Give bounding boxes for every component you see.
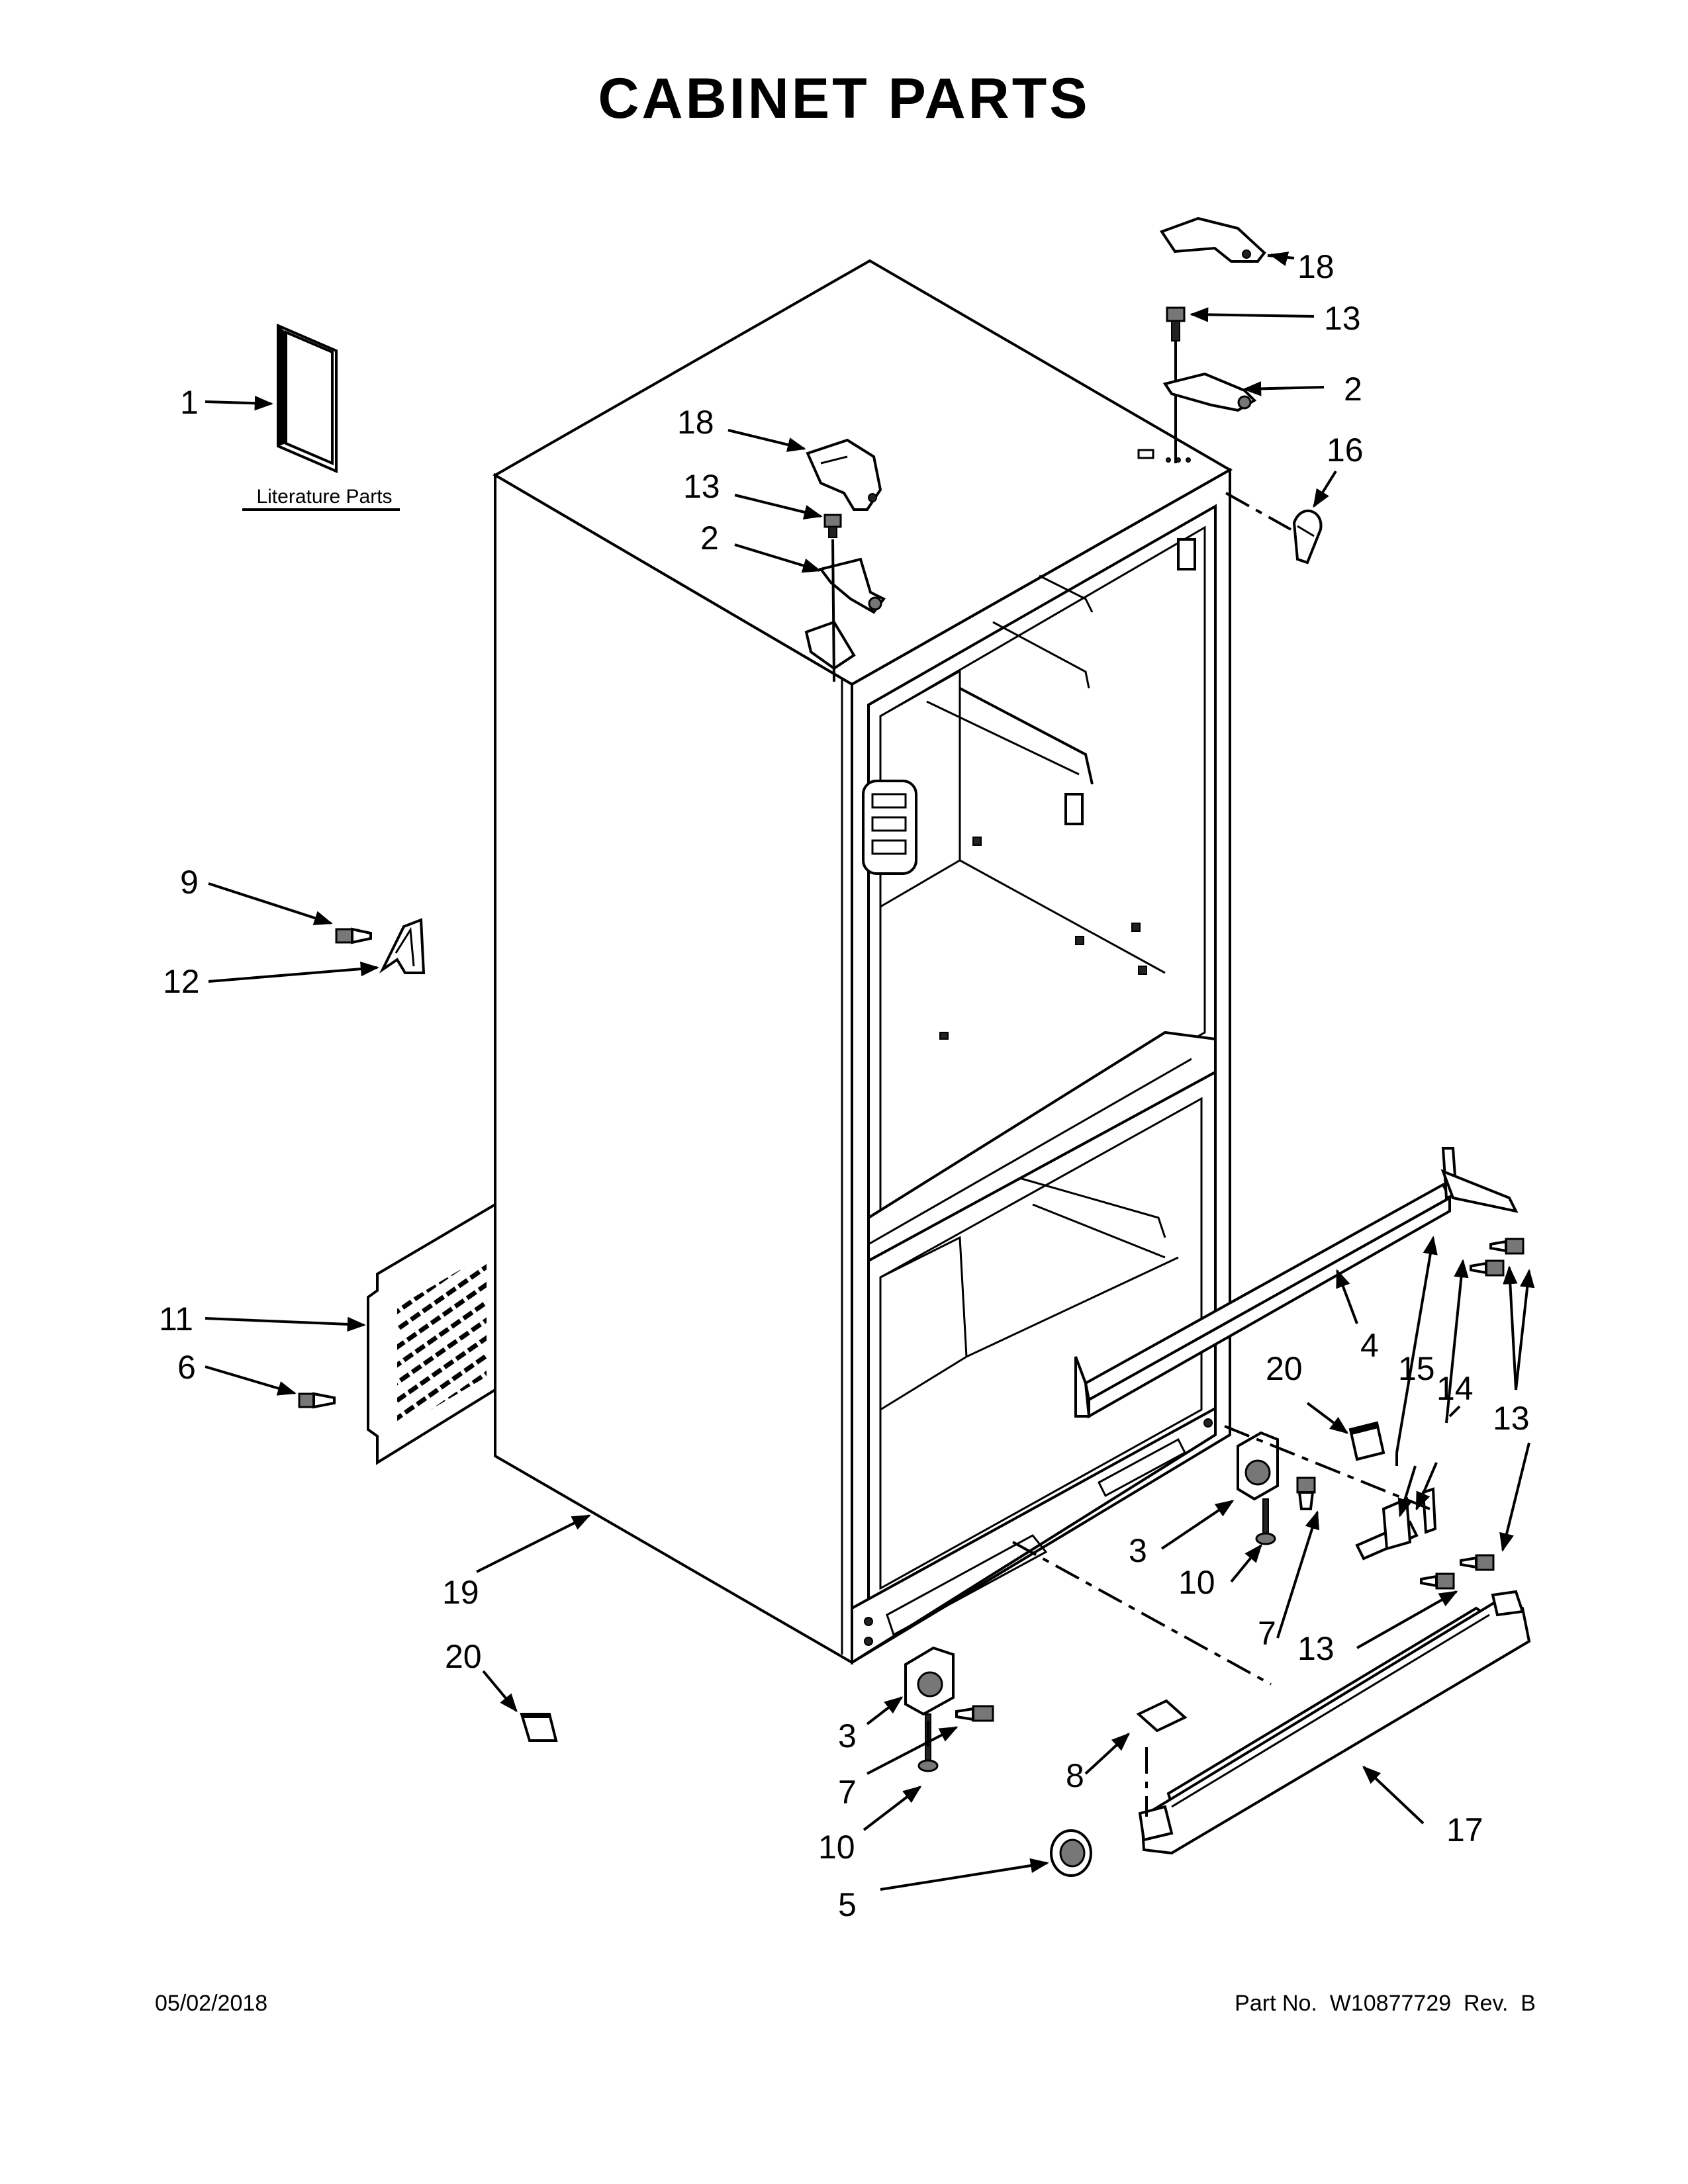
callout-20: 20 — [445, 1638, 482, 1675]
callout-18: 18 — [677, 404, 714, 441]
leveling-foot-pad-icon — [520, 1713, 558, 1742]
grille-tab-icon — [1136, 1421, 1385, 1733]
callout-9: 9 — [180, 864, 199, 901]
callout-13: 13 — [1324, 300, 1361, 337]
cabinet-icon — [492, 259, 1233, 1665]
callout-20: 20 — [1266, 1350, 1303, 1387]
hinge-screw-icon — [1420, 1238, 1524, 1590]
callout-10: 10 — [1178, 1564, 1215, 1601]
wire-clip-icon — [379, 918, 426, 974]
callout-6: 6 — [177, 1349, 196, 1386]
callout-12: 12 — [163, 963, 200, 1000]
callout-14: 14 — [1436, 1370, 1474, 1407]
footer-part-number: Part No. W10877729 Rev. B — [1235, 1991, 1536, 2016]
callout-18: 18 — [1297, 248, 1335, 285]
footer-date: 05/02/2018 — [155, 1991, 268, 2016]
callout-3: 3 — [838, 1717, 857, 1754]
callout-numbers: 1 18 13 2 16 18 13 2 9 12 11 6 19 20 3 7… — [159, 248, 1530, 1923]
callout-15: 15 — [1398, 1350, 1435, 1387]
side-screw-icon — [335, 927, 372, 944]
callout-8: 8 — [1066, 1757, 1084, 1794]
callout-1: 1 — [180, 384, 199, 421]
leveling-screw-icon — [955, 1477, 1316, 1722]
literature-binder-icon — [277, 323, 338, 474]
hinge-screw-icon — [1166, 306, 1186, 463]
page-title: CABINET PARTS — [598, 67, 1090, 130]
panel-screw-icon — [298, 1392, 336, 1409]
callout-2: 2 — [1344, 371, 1362, 408]
callout-11: 11 — [159, 1300, 193, 1338]
callout-16: 16 — [1327, 432, 1364, 469]
callout-13: 13 — [683, 468, 720, 505]
hinge-cover-icon — [806, 438, 882, 511]
callout-4: 4 — [1360, 1327, 1379, 1364]
callout-10: 10 — [818, 1829, 855, 1866]
callout-17: 17 — [1446, 1811, 1483, 1848]
callout-19: 19 — [442, 1574, 479, 1611]
callout-2: 2 — [700, 520, 719, 557]
callout-13: 13 — [1493, 1400, 1530, 1437]
hinge-screw-icon — [823, 514, 842, 538]
callout-3: 3 — [1129, 1532, 1147, 1569]
grille-bracket-icon — [1074, 1147, 1519, 1561]
literature-caption: Literature Parts — [256, 486, 392, 508]
hinge-cover-icon — [1159, 216, 1266, 263]
callout-5: 5 — [838, 1886, 857, 1923]
callout-7: 7 — [1258, 1615, 1276, 1652]
top-hinge-icon — [804, 539, 886, 682]
callout-leaders — [205, 251, 1535, 1891]
callout-7: 7 — [838, 1774, 857, 1811]
top-hinge-icon — [1162, 372, 1257, 412]
hinge-pin-clip-icon — [1292, 509, 1323, 565]
caster-roller-icon — [1050, 1829, 1092, 1877]
rear-access-panel-icon — [367, 1202, 496, 1465]
callout-13: 13 — [1297, 1630, 1335, 1667]
roller-bracket-icon — [904, 1431, 1279, 1716]
